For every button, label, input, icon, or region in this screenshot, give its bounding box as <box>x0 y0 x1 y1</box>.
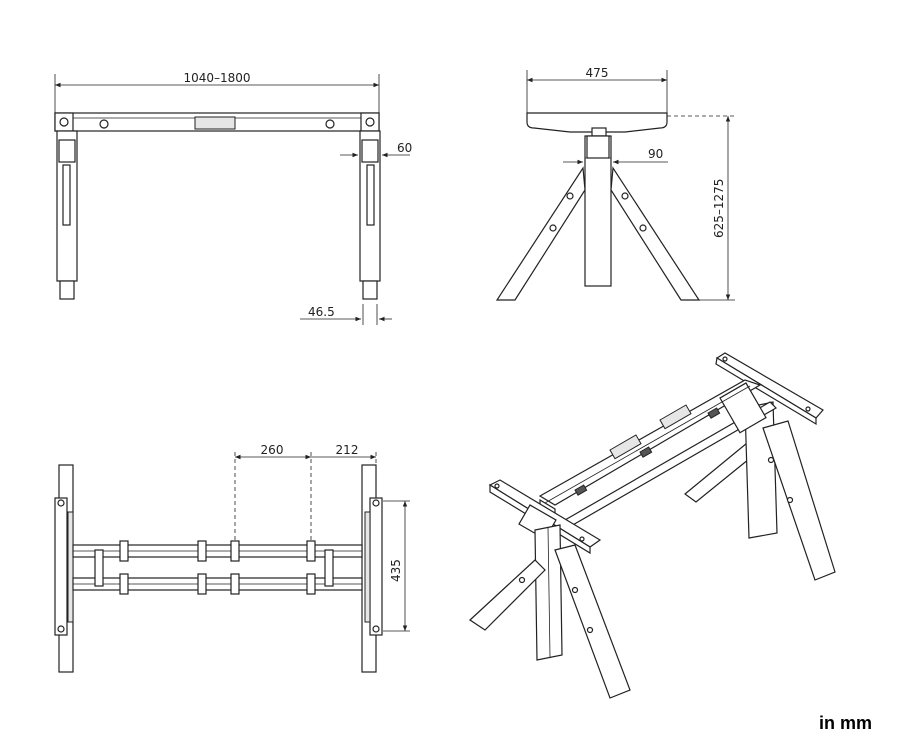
frame-depth-dimension: 435 <box>383 500 410 632</box>
top-crossbeams <box>72 540 363 595</box>
height-dimension: 625–1275 <box>667 115 735 301</box>
side-top-width-dimension: 475 <box>526 66 668 113</box>
top-view: 260 212 435 <box>54 443 410 673</box>
side-view: 475 90 <box>495 66 735 301</box>
beam-offset-label: 212 <box>336 443 359 457</box>
foot-offset-dimension: 46.5 <box>300 304 392 325</box>
beam-offset-dimension: 212 <box>311 443 377 466</box>
side-top-plate <box>526 112 668 137</box>
isometric-view <box>469 352 836 699</box>
iso-front-legs <box>469 524 631 699</box>
top-left-foot <box>54 464 74 673</box>
front-left-leg <box>56 130 78 300</box>
side-column <box>584 135 612 287</box>
column-width-dimension: 90 <box>563 147 668 165</box>
beam-spacing-label: 260 <box>261 443 284 457</box>
column-width-label: 90 <box>648 147 663 161</box>
beam-spacing-dimension: 260 <box>234 443 312 552</box>
iso-frame-rails <box>538 379 777 527</box>
leg-width-label: 60 <box>397 141 412 155</box>
leg-width-dimension: 60 <box>340 141 412 158</box>
foot-offset-label: 46.5 <box>308 305 335 319</box>
front-right-leg <box>359 130 381 300</box>
front-view: 1040–1800 <box>54 71 412 325</box>
side-top-width-label: 475 <box>586 66 609 80</box>
side-right-foot <box>610 166 701 301</box>
iso-back-legs <box>684 401 836 581</box>
unit-label: in mm <box>818 713 872 733</box>
side-left-foot <box>495 166 586 301</box>
height-label: 625–1275 <box>712 179 726 238</box>
front-width-dimension: 1040–1800 <box>54 71 380 115</box>
front-top-crossbar <box>54 112 380 132</box>
iso-back-top-arm <box>715 352 824 426</box>
top-right-foot <box>361 464 383 673</box>
frame-depth-label: 435 <box>389 559 403 582</box>
front-width-label: 1040–1800 <box>183 71 250 85</box>
